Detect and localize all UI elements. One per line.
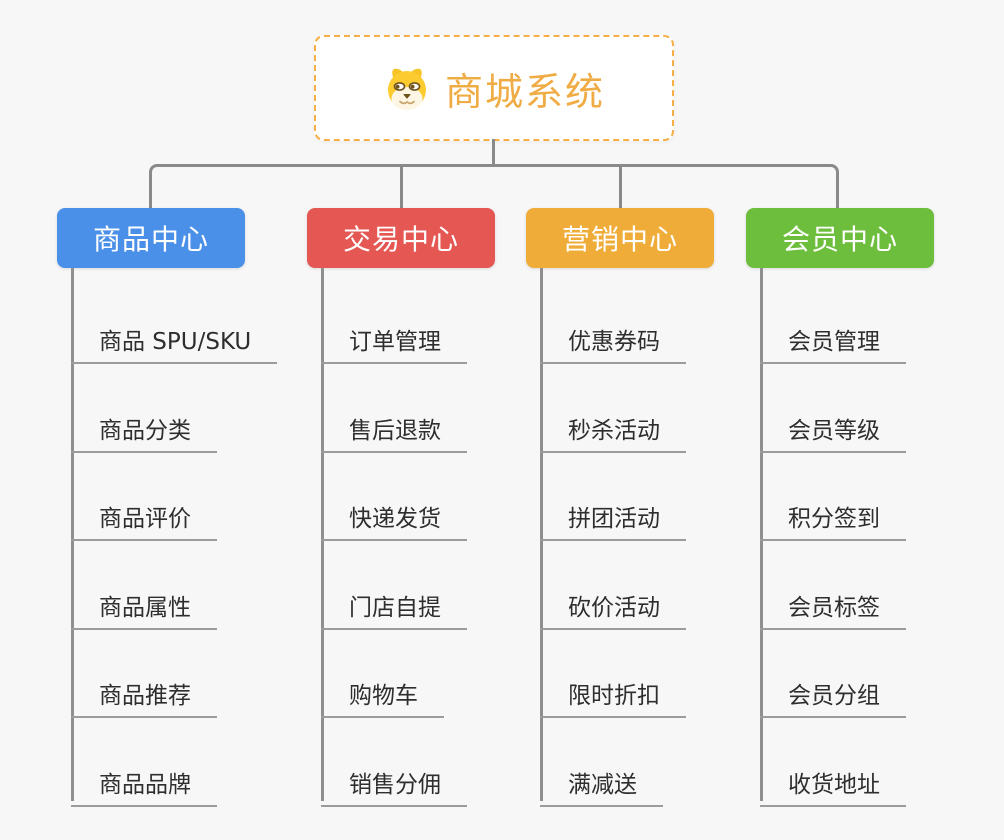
leaf-node[interactable]: 会员分组 [760,676,906,718]
connector-drop-trade [400,164,403,210]
leaf-node[interactable]: 商品 SPU/SKU [71,322,278,364]
branch-children-product-center: 商品 SPU/SKU 商品分类 商品评价 商品属性 商品推荐 商品品牌 [71,268,301,807]
leaf-node[interactable]: 砍价活动 [540,588,686,630]
leaf-node[interactable]: 满减送 [540,765,663,807]
branch-children-marketing-center: 优惠券码 秒杀活动 拼团活动 砍价活动 限时折扣 满减送 [540,268,770,807]
leaf-node[interactable]: 商品品牌 [71,765,217,807]
leaf-node[interactable]: 会员等级 [760,411,906,453]
connector-corner-left [149,164,179,210]
branch-children-trade-center: 订单管理 售后退款 快递发货 门店自提 购物车 销售分佣 [321,268,551,807]
leaf-node[interactable]: 快递发货 [321,499,467,541]
branch-node-trade-center[interactable]: 交易中心 [307,208,495,268]
leaf-node[interactable]: 优惠券码 [540,322,686,364]
branch-node-member-center[interactable]: 会员中心 [746,208,934,268]
branch-children-member-center: 会员管理 会员等级 积分签到 会员标签 会员分组 收货地址 [760,268,990,807]
leaf-node[interactable]: 拼团活动 [540,499,686,541]
branch-node-product-center[interactable]: 商品中心 [57,208,245,268]
leaf-node[interactable]: 销售分佣 [321,765,467,807]
connector-drop-marketing [619,164,622,210]
leaf-node[interactable]: 会员管理 [760,322,906,364]
leaf-node[interactable]: 商品评价 [71,499,217,541]
connector-horizontal-bar [176,164,814,167]
leaf-node[interactable]: 限时折扣 [540,676,686,718]
connector-root-stem [492,139,495,166]
leaf-node[interactable]: 门店自提 [321,588,467,630]
leaf-node[interactable]: 商品推荐 [71,676,217,718]
leaf-node[interactable]: 收货地址 [760,765,906,807]
root-node-title: 商城系统 [444,69,605,114]
leaf-node[interactable]: 购物车 [321,676,444,718]
leaf-node[interactable]: 售后退款 [321,411,467,453]
root-node-mall-system[interactable]: 商城系统 [314,35,674,141]
leaf-node[interactable]: 商品属性 [71,588,217,630]
doge-face-icon [387,68,426,110]
branch-node-marketing-center[interactable]: 营销中心 [526,208,714,268]
leaf-node[interactable]: 秒杀活动 [540,411,686,453]
connector-corner-right [809,164,839,210]
leaf-node[interactable]: 商品分类 [71,411,217,453]
leaf-node[interactable]: 会员标签 [760,588,906,630]
leaf-node[interactable]: 积分签到 [760,499,906,541]
leaf-node[interactable]: 订单管理 [321,322,467,364]
